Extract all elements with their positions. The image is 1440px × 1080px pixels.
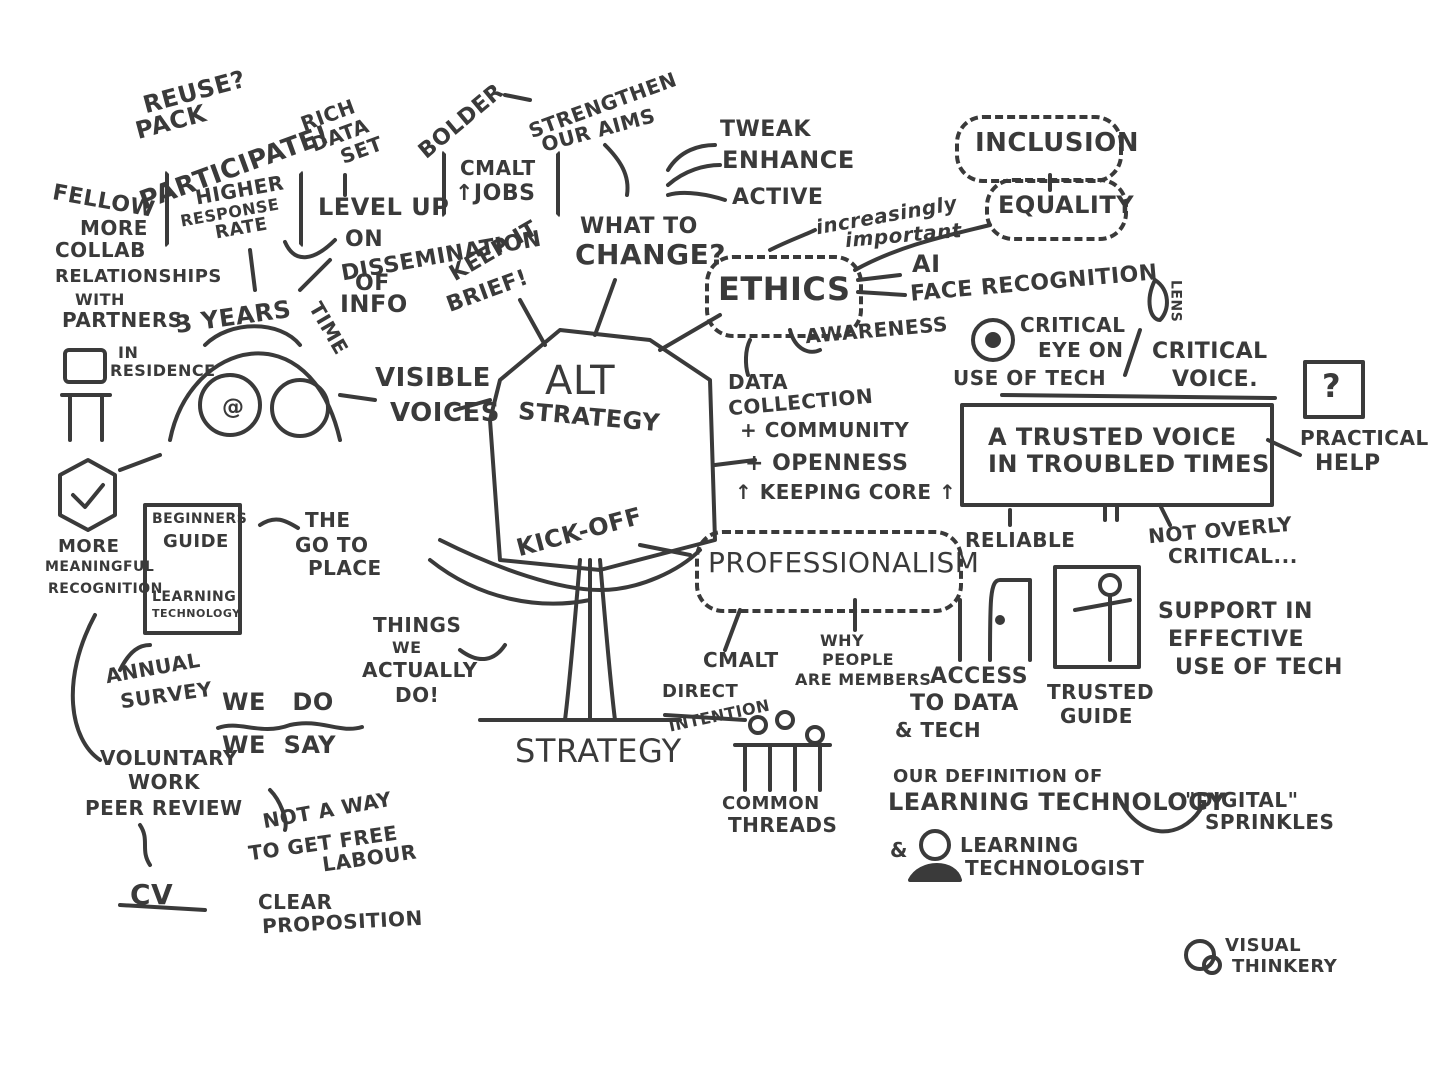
level-up-line2: on: [345, 227, 384, 252]
common-threads-line1: Common: [722, 793, 820, 814]
core-openness: + Openness: [745, 451, 909, 476]
level-up-line1: Level Up: [318, 193, 450, 221]
binocular-at-icon: @: [222, 395, 245, 420]
core-community: + Community: [740, 418, 910, 442]
access-line3: & Tech: [895, 718, 982, 742]
common-threads-line2: Threads: [728, 813, 838, 837]
credit-line1: Visual: [1225, 935, 1302, 956]
credit-line2: Thinkery: [1232, 956, 1338, 977]
we-do-label: We Do: [222, 688, 334, 716]
more-collab-line1: More: [80, 216, 148, 240]
why-members-line2: People: [822, 650, 895, 669]
recognition-line2: Meaningful: [45, 559, 155, 575]
go-to-place-line3: Place: [308, 556, 382, 580]
technologist-line2: Technologist: [965, 856, 1145, 880]
level-up-line4: of: [355, 271, 390, 296]
things-we-do-line2: we: [392, 638, 422, 657]
trusted-guide-line1: Trusted: [1047, 680, 1155, 704]
center-title-alt: ALT: [545, 358, 616, 404]
inclusion-label: Inclusion: [975, 128, 1140, 158]
effective-use-line2: Effective: [1168, 627, 1305, 652]
critical-eye-line2: Eye on: [1038, 338, 1124, 362]
definition-ampersand: &: [890, 838, 908, 862]
cmalt-jobs-line2: ↑Jobs: [455, 181, 536, 206]
effective-use-line1: Support in: [1158, 599, 1313, 624]
why-members-line1: Why: [820, 631, 865, 650]
voluntary-line3: Peer Review: [85, 796, 243, 820]
sprinkles-line1: "Digital": [1185, 788, 1299, 812]
trusted-voice-line1: A Trusted Voice: [988, 423, 1237, 451]
trusted-guide-line2: Guide: [1060, 704, 1133, 728]
practical-help-line2: Help: [1315, 451, 1381, 476]
in-residence-line1: In: [118, 343, 139, 362]
cv-label: CV: [130, 878, 174, 911]
more-collab-line2: Collab: [55, 238, 146, 262]
technologist-line1: Learning: [960, 833, 1079, 857]
critical-voice-line2: Voice.: [1172, 367, 1259, 392]
change-option-active: Active: [732, 185, 824, 210]
practical-help-line1: Practical: [1300, 426, 1429, 450]
voluntary-line2: Work: [128, 770, 200, 794]
visible-voices-line1: Visible: [375, 363, 491, 393]
cmalt-jobs-bracket: [442, 150, 560, 218]
visible-voices-line2: Voices: [390, 398, 501, 428]
more-collab-line4: with: [75, 290, 125, 309]
data-collection-line1: Data: [728, 370, 789, 394]
what-to-change-line2: Change?: [575, 238, 726, 271]
level-up-line5: Info: [340, 290, 408, 318]
change-option-tweak: Tweak: [720, 117, 811, 142]
book-cover-line3: Learning: [152, 589, 237, 605]
professionalism-label: Professionalism: [708, 546, 980, 579]
things-we-do-line4: Do!: [395, 683, 440, 707]
more-collab-line5: Partners: [62, 308, 183, 332]
why-members-line3: Are Members: [795, 670, 932, 689]
lens-label: Lens: [1167, 280, 1184, 323]
effective-use-line3: Use of Tech: [1175, 655, 1343, 680]
cmalt-jobs-line1: CMALT: [460, 156, 536, 180]
book-cover-line1: Beginners: [152, 511, 248, 527]
go-to-place-line2: Go to: [295, 533, 369, 557]
book-cover-line2: Guide: [163, 531, 229, 552]
book-cover-line4: Technology: [152, 607, 241, 620]
core-keeping-core: ↑ Keeping Core ↑: [735, 480, 957, 504]
voluntary-line1: Voluntary: [100, 746, 238, 770]
things-we-do-line3: Actually: [362, 658, 478, 682]
recognition-line1: More: [58, 536, 120, 557]
what-to-change-line1: What to: [580, 214, 698, 239]
more-collab-line3: Relationships: [55, 266, 222, 287]
clear-proposition-line1: Clear: [258, 890, 333, 914]
equality-cloud: [985, 178, 1128, 241]
sprinkles-line2: Sprinkles: [1205, 810, 1335, 834]
change-option-enhance: Enhance: [722, 146, 855, 174]
critical-eye-line1: Critical: [1020, 313, 1126, 337]
ethics-cloud: [705, 255, 863, 338]
professionalism-cloud: [695, 530, 963, 613]
critical-voice-line1: Critical: [1152, 339, 1268, 364]
reliable-label: Reliable: [965, 528, 1076, 552]
access-line2: to Data: [910, 691, 1019, 716]
we-say-label: We Say: [222, 731, 337, 759]
cmalt-label: CMALT: [703, 648, 779, 672]
direct-intention-line1: Direct: [662, 681, 739, 702]
question-mark-icon: ?: [1322, 367, 1342, 405]
go-to-place-line1: The: [305, 508, 351, 532]
in-residence-line2: Residence: [110, 361, 216, 380]
not-overly-critical-line2: Critical...: [1168, 544, 1298, 568]
ai-label: AI: [912, 250, 941, 278]
equality-label: Equality: [998, 191, 1135, 219]
ethics-label: Ethics: [718, 270, 851, 308]
things-we-do-line1: Things: [373, 613, 462, 637]
higher-response-rate-bracket: [165, 170, 303, 248]
definition-line2: Learning Technology: [888, 788, 1226, 816]
definition-line1: Our Definition of: [893, 766, 1103, 787]
critical-eye-line3: Use of Tech: [953, 366, 1107, 390]
roots-strategy-label: Strategy: [515, 732, 682, 770]
recognition-line3: Recognition: [48, 581, 163, 597]
access-line1: Access: [930, 664, 1029, 689]
trusted-voice-line2: in Troubled Times: [988, 450, 1270, 478]
